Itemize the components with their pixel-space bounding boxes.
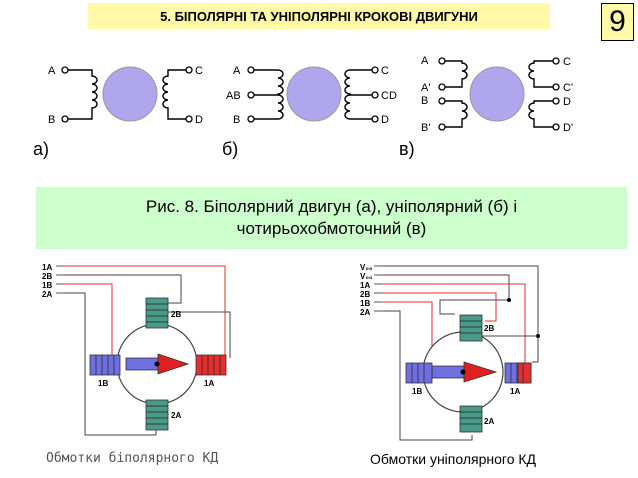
figure-caption: Рис. 8. Біполярний двигун (а), уніполярн… [36,187,627,249]
coil-bottom [459,405,483,433]
bipolar-label: Обмотки біполярного КД [46,451,219,466]
coil-label: 1A [510,387,520,396]
coil-label: 2B [484,324,494,333]
coil-label: 2B [171,310,181,319]
pin-label: CD [381,90,397,102]
figure-label-b: б) [222,139,239,159]
coil-left [89,354,121,376]
coil-label: 1B [98,379,108,388]
pin-label: A [48,65,56,77]
coil-label: 1A [204,379,214,388]
pin-label: B' [421,122,430,134]
input-label: 1B [42,281,52,290]
coil-right [195,354,227,376]
rotor [469,66,525,122]
rotor [102,66,158,122]
input-label: 2A [360,308,370,317]
coil-bottom [145,399,169,431]
input-label: V₀₀ [360,263,373,272]
input-label: 1A [360,281,370,290]
pin-label: D [195,114,203,126]
page-title: 5. БІПОЛЯРНІ ТА УНІПОЛЯРНІ КРОКОВІ ДВИГУ… [88,3,550,29]
pin-label: D [381,114,389,126]
rotor [286,66,342,122]
pin-label: B [48,114,55,126]
coil-top [145,297,169,329]
pin-label: C [195,65,203,77]
caption-text: Рис. 8. Біполярний двигун (а), уніполярн… [145,197,518,238]
input-label: 2A [42,290,52,299]
pin-label: C [381,65,389,77]
unipolar-diagram: V₀₀ V₀₀ 1A 2B 1B 2A 2B [360,263,540,441]
coil-top [459,314,483,342]
pin-label: D [563,96,571,108]
coil-right [504,362,532,384]
coil-label: 1B [412,387,422,396]
pin-label: B [421,95,428,107]
input-label: V₀₀ [360,272,373,281]
schematic-c: A A' B B' C C' D D' [421,55,573,134]
schematic-b: A AB B C CD D [226,65,397,126]
pin-label: A' [421,82,430,94]
pin-label: C' [563,82,573,94]
pin-label: B [233,114,240,126]
pin-label: AB [226,90,241,102]
figure-label-c: в) [399,139,415,159]
pin-label: A [421,55,429,67]
coil-label: 2A [171,411,181,420]
pin-label: D' [563,122,573,134]
coil-left [405,362,433,384]
unipolar-label: Обмотки уніполярного КД [370,451,537,467]
input-label: 2B [360,290,370,299]
pin-label: C [563,56,571,68]
page-number: 9 [601,3,634,41]
input-label: 1B [360,299,370,308]
bipolar-diagram: 1A 2B 1B 2A 2B 1B [42,263,231,436]
input-label: 1A [42,263,52,272]
figure-label-a: а) [33,139,50,159]
input-label: 2B [42,272,52,281]
schematic-a: A B C D [48,65,203,126]
pin-label: A [233,65,241,77]
coil-label: 2A [484,417,494,426]
